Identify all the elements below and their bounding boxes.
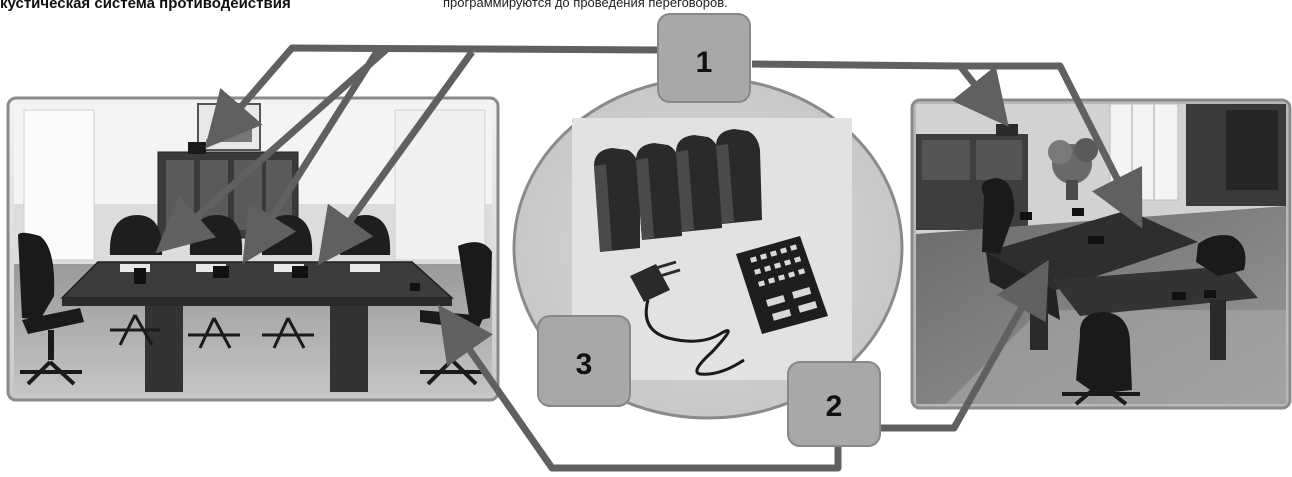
callout-2: 2 [787,361,881,447]
speaker-units [594,129,762,252]
callout-2-label: 2 [826,390,843,423]
header-left-text: кустическая система противодействия [0,0,291,12]
arrow-to-desk [960,62,1143,229]
arrow-to-table-right [317,49,475,266]
arrow-to-table-center [242,48,381,264]
callout-3-label: 3 [576,348,593,381]
power-adapter [630,260,745,376]
header-right-text: программируются до проведения переговоро… [443,0,728,10]
connector-arrows [155,44,1143,472]
callout-3: 3 [537,315,631,407]
callout-1-label: 1 [696,46,713,79]
callout-1: 1 [657,13,751,103]
arrow-to-table-left [155,45,391,254]
remote-control [736,236,828,334]
arrow-2-to-desk [878,259,1049,432]
arrow-to-wall-picture [204,44,661,149]
plant [1048,138,1098,200]
arrow-2-to-left-table [437,304,842,472]
